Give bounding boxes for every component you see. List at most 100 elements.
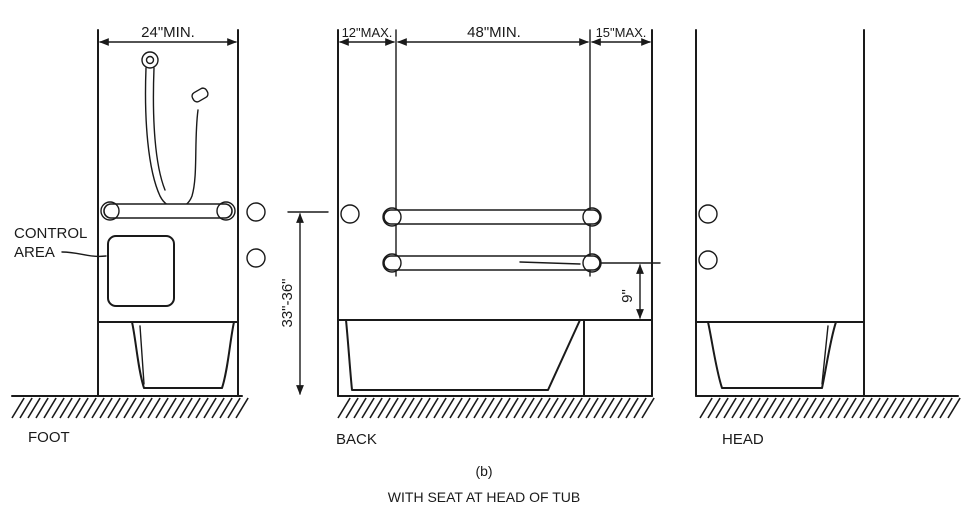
floor-hatch-line (449, 397, 463, 419)
floor-hatch-line (489, 397, 503, 419)
floor-hatch-line (723, 397, 737, 419)
floor-hatch-line (377, 397, 391, 419)
floor-hatch-line (401, 397, 415, 419)
floor-hatch-line (763, 397, 777, 419)
floor-hatch-line (883, 397, 897, 419)
floor-hatch-line (385, 397, 399, 419)
floor-hatch-line (505, 397, 519, 419)
floor-hatch-line (867, 397, 881, 419)
back-right-max-label: 15"MAX. (596, 25, 647, 40)
back-view: 12"MAX. 48"MIN. 15"MAX. 33"-36" 9" (279, 24, 661, 448)
grab-bar-height-dimension: 33"-36" (279, 211, 329, 395)
foot-floor-hatch (11, 397, 249, 419)
floor-hatch-line (139, 397, 153, 419)
floor-hatch-line (617, 397, 631, 419)
floor-hatch-line (641, 397, 655, 419)
shower-head-icon (191, 87, 209, 103)
floor-hatch-line (931, 397, 945, 419)
floor-hatch-line (835, 397, 849, 419)
floor-hatch-line (473, 397, 487, 419)
floor-hatch-line (91, 397, 105, 419)
head-tub (695, 321, 865, 389)
floor-hatch-line (361, 397, 375, 419)
foot-width-label: 24"MIN. (141, 24, 195, 41)
back-floor-hatch (337, 397, 655, 419)
floor-hatch-line (465, 397, 479, 419)
floor-hatch-line (577, 397, 591, 419)
floor-hatch-line (899, 397, 913, 419)
floor-hatch-line (593, 397, 607, 419)
floor-hatch-line (235, 397, 249, 419)
floor-hatch-line (163, 397, 177, 419)
control-area-leader (61, 251, 107, 258)
floor-hatch-line (625, 397, 639, 419)
floor-hatch-line (529, 397, 543, 419)
floor-hatch-line (203, 397, 217, 419)
floor-hatch-line (875, 397, 889, 419)
floor-hatch-line (859, 397, 873, 419)
lower-bar-height-dimension: 9" (599, 262, 661, 319)
floor-hatch-line (227, 397, 241, 419)
grab-bar-height-label: 33"-36" (279, 278, 296, 327)
floor-hatch-line (907, 397, 921, 419)
floor-hatch-line (843, 397, 857, 419)
floor-hatch-line (633, 397, 647, 419)
floor-hatch-line (819, 397, 833, 419)
back-width-dimensions: 12"MAX. 48"MIN. 15"MAX. (339, 24, 651, 277)
back-grab-bar-min-label: 48"MIN. (467, 24, 521, 41)
floor-hatch-line (115, 397, 129, 419)
floor-hatch-line (155, 397, 169, 419)
floor-hatch-line (779, 397, 793, 419)
head-view: HEAD (695, 29, 961, 448)
floor-hatch-line (147, 397, 161, 419)
floor-hatch-line (707, 397, 721, 419)
floor-hatch-line (409, 397, 423, 419)
floor-hatch-line (609, 397, 623, 419)
figure-caption-title: WITH SEAT AT HEAD OF TUB (388, 489, 580, 505)
head-upper-circle-icon (698, 204, 718, 224)
floor-hatch-line (747, 397, 761, 419)
foot-grab-bar-end-icon (246, 202, 266, 222)
foot-tub (97, 321, 239, 389)
foot-width-dimension: 24"MIN. (99, 24, 237, 46)
floor-hatch-line (497, 397, 511, 419)
floor-hatch-line (211, 397, 225, 419)
floor-hatch-line (83, 397, 97, 419)
floor-hatch-line (915, 397, 929, 419)
floor-hatch-line (795, 397, 809, 419)
foot-grab-bar (100, 201, 236, 221)
floor-hatch-line (425, 397, 439, 419)
control-area-label-line2: AREA (14, 244, 55, 261)
floor-hatch-line (851, 397, 865, 419)
floor-hatch-line (739, 397, 753, 419)
floor-hatch-line (107, 397, 121, 419)
floor-hatch-line (187, 397, 201, 419)
floor-hatch-line (11, 397, 25, 419)
floor-hatch-line (51, 397, 65, 419)
shower-mount-icon (141, 51, 159, 69)
floor-hatch-line (947, 397, 961, 419)
floor-hatch-line (19, 397, 33, 419)
floor-hatch-line (513, 397, 527, 419)
floor-hatch-line (123, 397, 137, 419)
floor-hatch-line (537, 397, 551, 419)
floor-hatch-line (923, 397, 937, 419)
floor-hatch-line (771, 397, 785, 419)
floor-hatch-line (337, 397, 351, 419)
floor-hatch-line (131, 397, 145, 419)
floor-hatch-line (43, 397, 57, 419)
back-left-max-label: 12"MAX. (342, 25, 393, 40)
floor-hatch-line (569, 397, 583, 419)
floor-hatch-line (939, 397, 953, 419)
foot-lower-bar-end-icon (246, 248, 266, 268)
back-tub (337, 319, 653, 397)
floor-hatch-line (755, 397, 769, 419)
floor-hatch-line (393, 397, 407, 419)
floor-hatch-line (433, 397, 447, 419)
floor-hatch-line (803, 397, 817, 419)
floor-hatch-line (585, 397, 599, 419)
floor-hatch-line (457, 397, 471, 419)
floor-hatch-line (545, 397, 559, 419)
floor-hatch-line (731, 397, 745, 419)
